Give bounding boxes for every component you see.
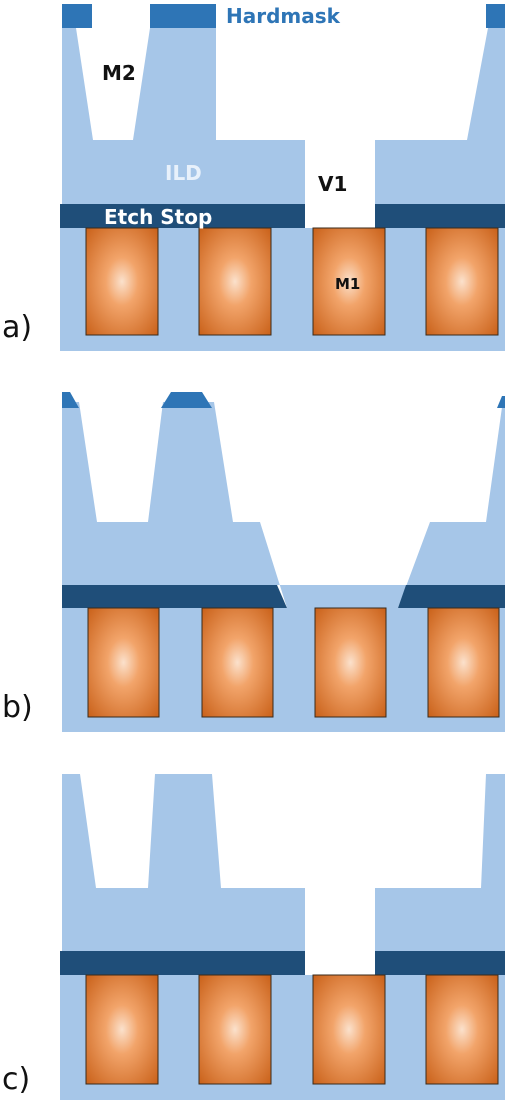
- etch-stop-label: Etch Stop: [104, 205, 212, 229]
- panel-b-etch-stop-left: [62, 585, 287, 608]
- panel-b-m1-line-1: [87, 607, 160, 718]
- panel-c-etch-stop-right: [375, 951, 505, 975]
- panel-b-m1-line-3: [314, 607, 387, 718]
- panel-c-m1-line-3: [312, 974, 386, 1085]
- panel-b-m1-line-4: [427, 607, 500, 718]
- panel-a-etch-stop-left: [60, 204, 305, 228]
- panel-a-m1-line-3: [312, 227, 386, 336]
- panel-b-label: b): [2, 690, 33, 725]
- panel-c-etch-stop-left: [60, 951, 305, 975]
- panel-a-label: a): [2, 310, 32, 345]
- panel-a-hardmask-left: [62, 4, 92, 28]
- panel-c: c): [2, 774, 505, 1100]
- m1-label: M1: [335, 275, 360, 293]
- panel-c-m1-line-1: [85, 974, 159, 1085]
- panel-b-hardmask-center: [161, 392, 212, 408]
- panel-a-hardmask-right: [486, 4, 505, 28]
- ild-label: ILD: [165, 161, 202, 185]
- panel-a-m1-line-4: [425, 227, 499, 336]
- panel-b-m1-line-2: [201, 607, 274, 718]
- panel-a: Hardmask M2 ILD V1 Etch Stop M1 a): [2, 4, 505, 351]
- panel-c-label: c): [2, 1062, 30, 1097]
- panel-a-ild-layer: [62, 28, 505, 204]
- panel-b-hardmask-right: [497, 396, 505, 408]
- panel-b: b): [2, 392, 505, 732]
- m2-label: M2: [102, 61, 136, 85]
- panel-a-hardmask-center: [150, 4, 216, 28]
- panel-a-m1-line-2: [198, 227, 272, 336]
- v1-label: V1: [318, 172, 347, 196]
- panel-a-m1-line-1: [85, 227, 159, 336]
- panel-a-etch-stop-right: [375, 204, 505, 228]
- hardmask-label: Hardmask: [226, 4, 341, 28]
- panel-c-m1-line-2: [198, 974, 272, 1085]
- panel-b-etch-stop-right: [398, 585, 505, 608]
- panel-c-m1-line-4: [425, 974, 499, 1085]
- panel-c-ild-layer: [62, 774, 505, 951]
- panel-b-ild-layer: [62, 400, 505, 608]
- panel-b-hardmask-left: [62, 392, 79, 408]
